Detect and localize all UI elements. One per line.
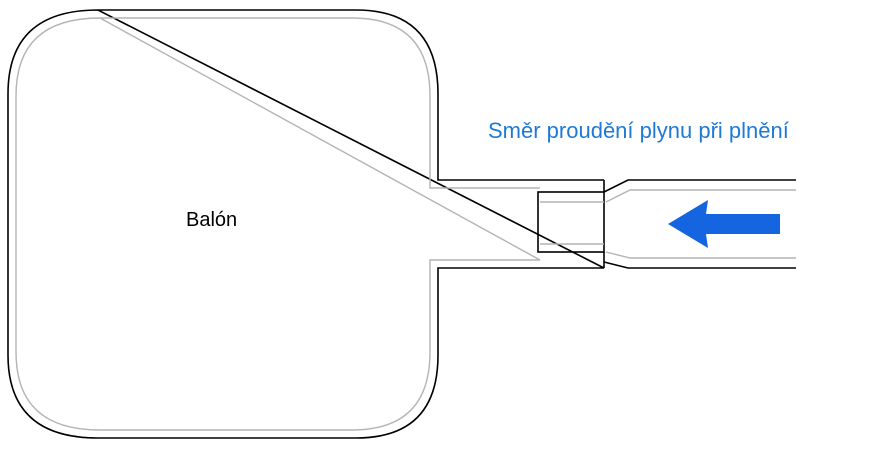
balloon-outer-wall xyxy=(7,9,605,439)
balloon-inner-wall xyxy=(15,17,541,431)
tube-top-wall xyxy=(603,179,796,193)
arrow-left-icon xyxy=(668,200,780,248)
flow-direction-label: Směr proudění plynu při plnění xyxy=(488,118,789,143)
filling-tube xyxy=(603,179,796,269)
tube-bottom-inner xyxy=(605,251,796,259)
balloon-label: Balón xyxy=(186,209,237,231)
tube-bottom-wall xyxy=(603,261,796,269)
tube-top-inner xyxy=(605,189,796,203)
valve-body xyxy=(537,191,605,253)
valve-connector xyxy=(537,180,605,268)
